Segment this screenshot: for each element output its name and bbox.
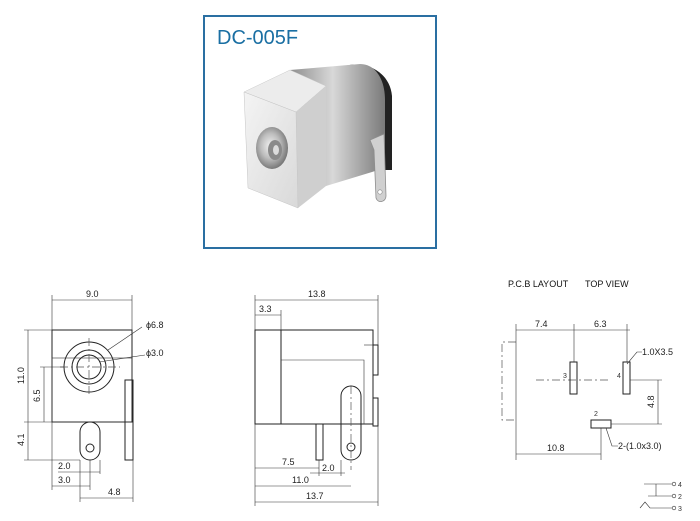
dim-total-len: 13.8 [308, 289, 326, 299]
connector-render [243, 64, 392, 209]
dim-pcb-d4: 10.8 [547, 443, 565, 453]
front-pin-2 [124, 379, 134, 461]
dim-pin2: 11.0 [292, 475, 309, 485]
pcb-layout: P.C.B LAYOUT TOP VIEW 3 4 2 7.4 6.3 1.0X… [501, 279, 673, 460]
schematic-pin-3: 3 [678, 506, 682, 513]
side-view: 13.8 3.3 7.5 2.0 11.0 13.7 [254, 289, 379, 506]
dim-body-len: 13.7 [306, 491, 324, 501]
dim-pin1: 7.5 [282, 457, 295, 467]
schematic-pin-4: 4 [678, 482, 682, 489]
label-slot-a: 1.0X3.5 [642, 347, 673, 357]
label-slot-b: 2-(1.0x3.0) [618, 441, 662, 451]
dim-height: 11.0 [16, 367, 26, 384]
dim-width: 9.0 [86, 289, 99, 299]
dim-pin-w: 2.0 [58, 461, 71, 471]
dim-front-len: 3.3 [259, 304, 272, 314]
pcb-pin-4: 4 [617, 373, 621, 380]
product-title: DC-005F [217, 27, 298, 49]
pcb-slot-2 [590, 419, 612, 429]
front-body-outline [51, 329, 133, 423]
pcb-subtitle: TOP VIEW [585, 279, 629, 289]
side-body-outline [254, 329, 374, 425]
pcb-slot-4 [622, 361, 631, 395]
dim-pin-len: 4.1 [16, 433, 26, 446]
dim-pin-pitch: 4.8 [108, 487, 121, 497]
pcb-slot-3 [569, 361, 578, 395]
pcb-title: P.C.B LAYOUT [508, 279, 569, 289]
product-frame: DC-005F [203, 15, 437, 249]
schematic-pin-2: 2 [678, 494, 682, 501]
dim-pin-offset: 3.0 [58, 475, 71, 485]
dim-pcb-d3: 4.8 [646, 395, 656, 408]
front-view: 9.0 ϕ6.8 ϕ3.0 11.0 6.5 4.1 2.0 3.0 4.8 [16, 289, 164, 502]
side-pin-1 [315, 423, 324, 461]
schematic-symbol: 4 2 3 [639, 481, 682, 513]
dim-side-pin-w: 2.0 [322, 463, 335, 473]
pcb-pin-3: 3 [563, 373, 567, 380]
dim-center-height: 6.5 [32, 389, 42, 402]
dim-pcb-d2: 6.3 [594, 319, 607, 329]
front-pin-1 [79, 421, 101, 461]
pcb-pin-2: 2 [594, 411, 598, 418]
dim-inner-dia: ϕ3.0 [146, 348, 164, 358]
dim-outer-dia: ϕ6.8 [146, 320, 164, 330]
dim-pcb-d1: 7.4 [535, 319, 548, 329]
